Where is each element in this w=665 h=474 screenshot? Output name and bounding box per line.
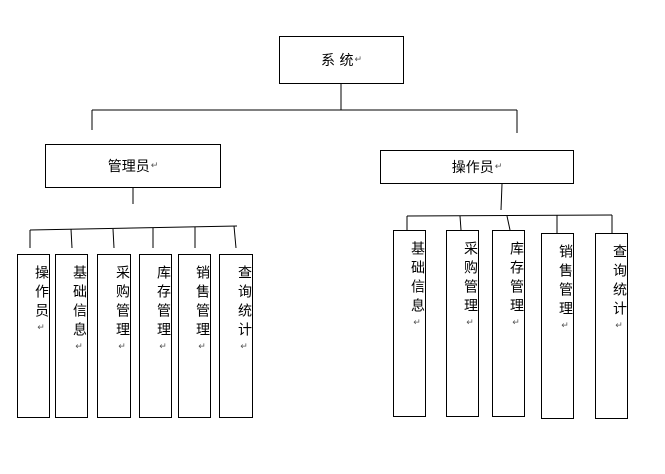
leaf-label: 查询统计 <box>611 244 627 320</box>
branch-node-operator: 操作员↵ <box>380 150 574 184</box>
paragraph-mark-icon: ↵ <box>36 323 46 333</box>
leaf-node-admin-operator: 操作员↵ <box>17 254 50 418</box>
leaf-label: 基础信息 <box>409 241 425 317</box>
leaf-node-operator-purchase: 采购管理↵ <box>446 230 479 417</box>
leaf-label: 销售管理 <box>557 244 573 320</box>
paragraph-mark-icon: ↵ <box>494 162 503 172</box>
leaf-node-admin-inventory: 库存管理↵ <box>139 254 172 418</box>
leaf-node-admin-query: 查询统计↵ <box>219 254 253 418</box>
paragraph-mark-icon: ↵ <box>74 342 84 352</box>
leaf-node-admin-basic-info: 基础信息↵ <box>55 254 88 418</box>
leaf-label: 采购管理 <box>114 265 130 341</box>
root-label: 系 统 <box>321 53 354 69</box>
paragraph-mark-icon: ↵ <box>614 321 624 331</box>
leaf-label: 销售管理 <box>194 265 210 341</box>
paragraph-mark-icon: ↵ <box>239 342 249 352</box>
paragraph-mark-icon: ↵ <box>158 342 168 352</box>
paragraph-mark-icon: ↵ <box>150 161 159 171</box>
paragraph-mark-icon: ↵ <box>511 318 521 328</box>
leaf-label: 查询统计 <box>236 265 252 341</box>
leaf-label: 采购管理 <box>462 241 478 317</box>
leaf-label: 基础信息 <box>71 265 87 341</box>
paragraph-mark-icon: ↵ <box>465 318 475 328</box>
branch-node-admin: 管理员↵ <box>45 144 221 188</box>
leaf-label: 库存管理 <box>155 265 171 341</box>
leaf-label: 操作员 <box>33 265 49 322</box>
leaf-node-admin-sales: 销售管理↵ <box>178 254 211 418</box>
paragraph-mark-icon: ↵ <box>560 321 570 331</box>
branch-label: 操作员 <box>451 160 494 176</box>
paragraph-mark-icon: ↵ <box>197 342 207 352</box>
paragraph-mark-icon: ↵ <box>354 55 362 65</box>
leaf-label: 库存管理 <box>508 241 524 317</box>
paragraph-mark-icon: ↵ <box>412 318 422 328</box>
root-node: 系 统↵ <box>279 36 404 84</box>
leaf-node-operator-inventory: 库存管理↵ <box>492 230 525 417</box>
paragraph-mark-icon: ↵ <box>117 342 127 352</box>
leaf-node-operator-sales: 销售管理↵ <box>541 233 574 419</box>
branch-label: 管理员 <box>107 159 150 175</box>
leaf-node-operator-query: 查询统计↵ <box>595 233 628 419</box>
leaf-node-operator-basic-info: 基础信息↵ <box>393 230 426 417</box>
leaf-node-admin-purchase: 采购管理↵ <box>97 254 131 418</box>
